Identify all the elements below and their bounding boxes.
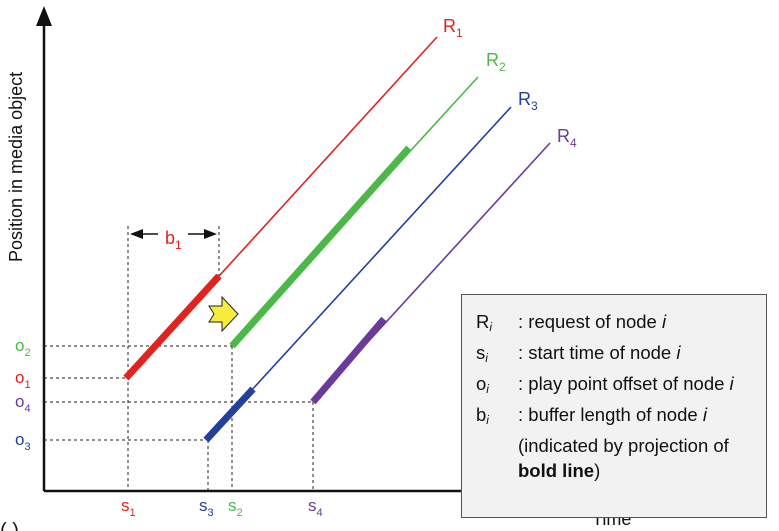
b1-left-arrowhead (130, 229, 143, 239)
o2-label: o2 (15, 336, 31, 359)
r3-buffer-bold-line (203, 386, 256, 443)
o3-label: o3 (15, 430, 31, 453)
s3-label: s3 (199, 496, 214, 519)
legend-key-s: si (476, 342, 488, 365)
legend-row-request: Ri : request of node i (476, 309, 756, 340)
r1-label: R1 (443, 16, 463, 40)
legend-box: Ri : request of node i si : start time o… (461, 294, 767, 518)
legend-key-b: bi (476, 404, 489, 427)
r4-label: R4 (557, 126, 577, 150)
legend-continuation-2: bold line) (518, 460, 601, 481)
b1-label: b1 (165, 228, 182, 252)
s2-label: s2 (228, 496, 243, 519)
o4-label: o4 (15, 392, 31, 415)
legend-text-o: : play point offset of node i (518, 373, 734, 394)
r4-buffer-bold-line (310, 316, 387, 405)
r1-buffer-bold-line (123, 273, 222, 381)
r2-buffer-bold-line (229, 145, 412, 349)
legend-continuation-1: (indicated by projection of (518, 435, 729, 456)
legend-row-offset: oi : play point offset of node i (476, 371, 756, 402)
r3-request-line (205, 106, 512, 441)
r2-label: R2 (486, 50, 506, 74)
legend-row-start: si : start time of node i (476, 340, 756, 371)
r3-label: R3 (518, 89, 538, 113)
legend-key-r: Ri (476, 311, 493, 334)
legend-key-o: oi (476, 373, 489, 396)
legend-text-r: : request of node i (518, 311, 667, 332)
legend-row-buffer: bi : buffer length of node i (476, 402, 756, 433)
b1-right-arrowhead (204, 229, 217, 239)
b1-label-bg (158, 222, 188, 248)
s4-label: s4 (308, 496, 323, 519)
y-axis-arrowhead (36, 6, 52, 26)
legend-text-s: : start time of node i (518, 342, 681, 363)
s1-label: s1 (121, 496, 136, 519)
corner-mark: ( ) (0, 520, 19, 531)
yellow-arrow-icon (208, 295, 239, 333)
legend-text-b: : buffer length of node i (518, 404, 707, 425)
o1-label: o1 (15, 368, 31, 391)
y-axis-label: Position in media object (6, 72, 26, 262)
